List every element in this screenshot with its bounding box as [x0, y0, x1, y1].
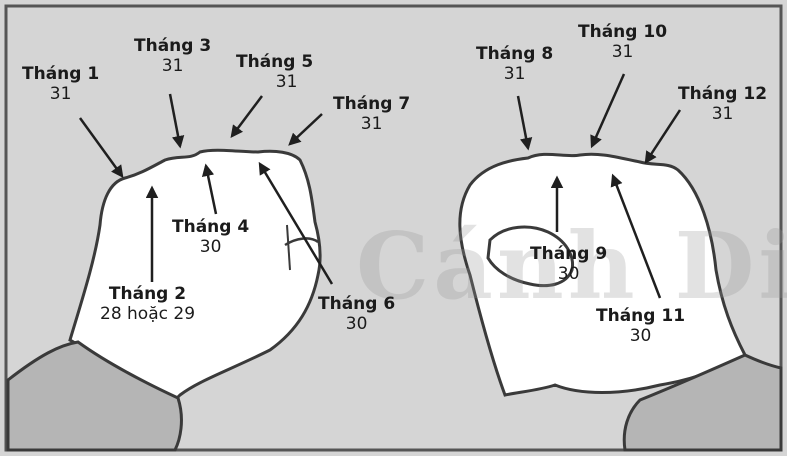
- month-name: Tháng 8: [476, 44, 553, 64]
- day-count: 30: [172, 237, 249, 257]
- label-thang-4: Tháng 430: [172, 217, 249, 258]
- day-count: 31: [22, 84, 99, 104]
- label-thang-8: Tháng 831: [476, 44, 553, 85]
- month-name: Tháng 3: [134, 36, 211, 56]
- month-name: Tháng 4: [172, 217, 249, 237]
- month-name: Tháng 1: [22, 64, 99, 84]
- label-thang-9: Tháng 930: [530, 244, 607, 285]
- label-thang-6: Tháng 630: [318, 294, 395, 335]
- label-thang-12: Tháng 1231: [678, 84, 767, 125]
- label-thang-7: Tháng 731: [333, 94, 410, 135]
- day-count: 30: [318, 314, 395, 334]
- label-thang-11: Tháng 1130: [596, 306, 685, 347]
- month-name: Tháng 10: [578, 22, 667, 42]
- day-count: 31: [134, 56, 211, 76]
- day-count: 30: [596, 326, 685, 346]
- month-name: Tháng 5: [236, 52, 313, 72]
- label-thang-1: Tháng 131: [22, 64, 99, 105]
- month-name: Tháng 2: [100, 284, 195, 304]
- label-thang-10: Tháng 1031: [578, 22, 667, 63]
- label-thang-2: Tháng 228 hoặc 29: [100, 284, 195, 325]
- month-name: Tháng 11: [596, 306, 685, 326]
- month-name: Tháng 9: [530, 244, 607, 264]
- month-name: Tháng 12: [678, 84, 767, 104]
- day-count: 30: [530, 264, 607, 284]
- day-count: 28 hoặc 29: [100, 304, 195, 324]
- day-count: 31: [578, 42, 667, 62]
- label-thang-5: Tháng 531: [236, 52, 313, 93]
- month-name: Tháng 7: [333, 94, 410, 114]
- day-count: 31: [260, 72, 313, 92]
- day-count: 31: [333, 114, 410, 134]
- day-count: 31: [678, 104, 767, 124]
- day-count: 31: [476, 64, 553, 84]
- month-name: Tháng 6: [318, 294, 395, 314]
- label-thang-3: Tháng 331: [134, 36, 211, 77]
